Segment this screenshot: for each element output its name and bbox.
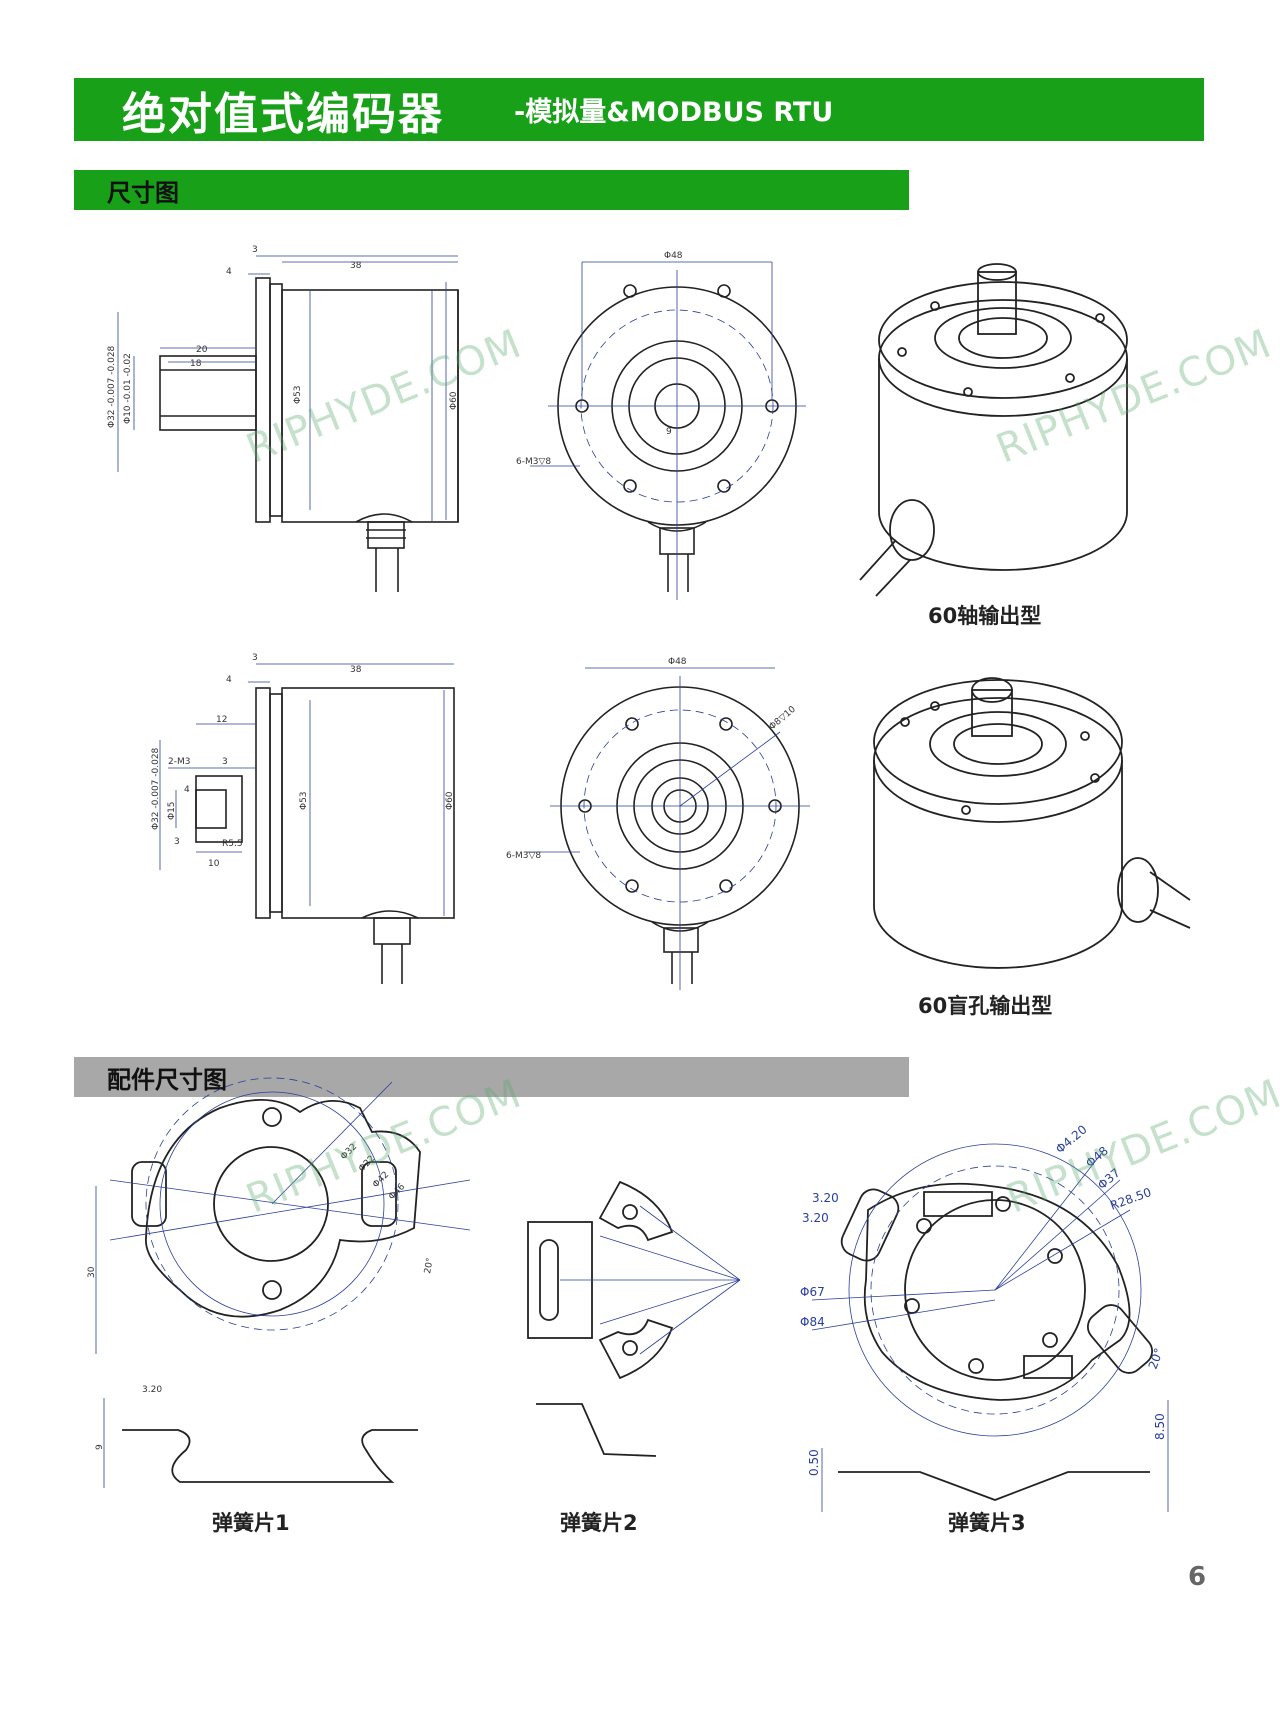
- dim-2-m3: 2-M3: [168, 757, 190, 767]
- dim-3: 3: [252, 245, 258, 255]
- hole-front-labels: Φ48 Φ8▽10 6-M3▽8: [506, 657, 798, 861]
- caption-blind-hole-model: 60盲孔输出型: [918, 994, 1053, 1018]
- spring1-drawing: [122, 1099, 421, 1483]
- dim-0-50: 0.50: [807, 1449, 821, 1476]
- dim-phi48: Φ48: [668, 657, 687, 667]
- dim-phi8: Φ8▽10: [768, 704, 799, 732]
- dim-holes: 6-M3▽8: [516, 457, 551, 467]
- page-number: 6: [1188, 1562, 1207, 1592]
- shaft-side-dim-labels: 3 4 38 20 18 Φ53 Φ60 Φ32 -0.007 -0.028 Φ…: [107, 245, 459, 428]
- dim-38: 38: [350, 665, 362, 675]
- dim-phi48: Φ48: [664, 251, 683, 261]
- section-accessories: 配件尺寸图: [74, 1057, 909, 1097]
- dim-angle: 20°: [423, 1257, 436, 1274]
- caption-shaft-model: 60轴输出型: [928, 604, 1042, 628]
- dim-3c: 3: [174, 837, 180, 847]
- spring2-dims: [560, 1205, 741, 1355]
- dim-12: 12: [216, 715, 227, 725]
- dim-holes: 6-M3▽8: [506, 851, 541, 861]
- dim-3-20a: 3.20: [812, 1191, 839, 1205]
- hole-front-centerlines: [526, 667, 810, 990]
- spring2-drawing: [527, 1180, 674, 1457]
- dim-20: 20: [196, 345, 208, 355]
- hole-side-dims: [159, 663, 454, 916]
- spring3-drawing: [838, 1182, 1153, 1501]
- dim-3-20b: 3.20: [802, 1211, 829, 1225]
- spring1-dims: [95, 1077, 471, 1488]
- dim-8-50: 8.50: [1153, 1413, 1167, 1440]
- dim-r28-50: R28.50: [1108, 1185, 1153, 1213]
- dim-4b: 4: [184, 785, 190, 795]
- section-accessories-label: 配件尺寸图: [107, 1065, 227, 1094]
- dim-phi32: Φ32 -0.007 -0.028: [151, 747, 161, 830]
- caption-spring3: 弹簧片3: [948, 1511, 1026, 1535]
- dim-3b: 3: [222, 757, 228, 767]
- hole-side-dim-labels: 3 4 38 12 2-M3 3 4 3 10 R5.5 Φ15 Φ32 -0.…: [151, 653, 455, 869]
- page-subtitle: -模拟量&MODBUS RTU: [514, 97, 834, 128]
- dim-r55: R5.5: [222, 839, 243, 849]
- dim-phi60: Φ60: [445, 791, 455, 810]
- dim-4: 4: [226, 675, 232, 685]
- dim-phi32: Φ32 -0.007 -0.028: [107, 345, 117, 428]
- dim-phi15: Φ15: [167, 801, 177, 820]
- dim-angle: 20°: [1146, 1346, 1166, 1371]
- shaft-side-view: [159, 277, 459, 592]
- spring3-dims: [811, 1143, 1169, 1512]
- dim-3: 3: [252, 653, 258, 663]
- dim-phi53: Φ53: [293, 385, 303, 404]
- dim-phi53: Φ53: [299, 791, 309, 810]
- shaft-front-labels: Φ48 9 6-M3▽8: [516, 251, 683, 467]
- hole-3d-view: [873, 677, 1191, 969]
- dim-30: 30: [87, 1266, 97, 1278]
- dim-18: 18: [190, 359, 202, 369]
- dim-phi60: Φ60: [449, 391, 459, 410]
- shaft-front-centerlines: [530, 261, 806, 600]
- page-header: 绝对值式编码器 -模拟量&MODBUS RTU: [74, 78, 1204, 141]
- shaft-side-dims: [117, 255, 458, 522]
- hole-side-view: [195, 687, 455, 984]
- dim-phi10: Φ10 -0.01 -0.02: [123, 353, 133, 424]
- caption-spring1: 弹簧片1: [212, 1511, 290, 1535]
- dim-4: 4: [226, 267, 232, 277]
- dim-38: 38: [350, 261, 362, 271]
- dim-phi67: Φ67: [800, 1285, 825, 1299]
- dim-9: 9: [95, 1444, 105, 1450]
- shaft-3d-view: [859, 263, 1128, 597]
- dim-phi46: Φ46: [387, 1182, 407, 1202]
- page-title: 绝对值式编码器: [122, 88, 444, 140]
- dim-10: 10: [208, 859, 220, 869]
- dim-phi84: Φ84: [800, 1315, 825, 1329]
- section-dimensions-label: 尺寸图: [107, 178, 179, 207]
- section-dimensions: 尺寸图: [74, 170, 909, 210]
- caption-spring2: 弹簧片2: [560, 1511, 638, 1535]
- dim-9: 9: [666, 427, 672, 437]
- dim-3-20: 3.20: [142, 1385, 162, 1395]
